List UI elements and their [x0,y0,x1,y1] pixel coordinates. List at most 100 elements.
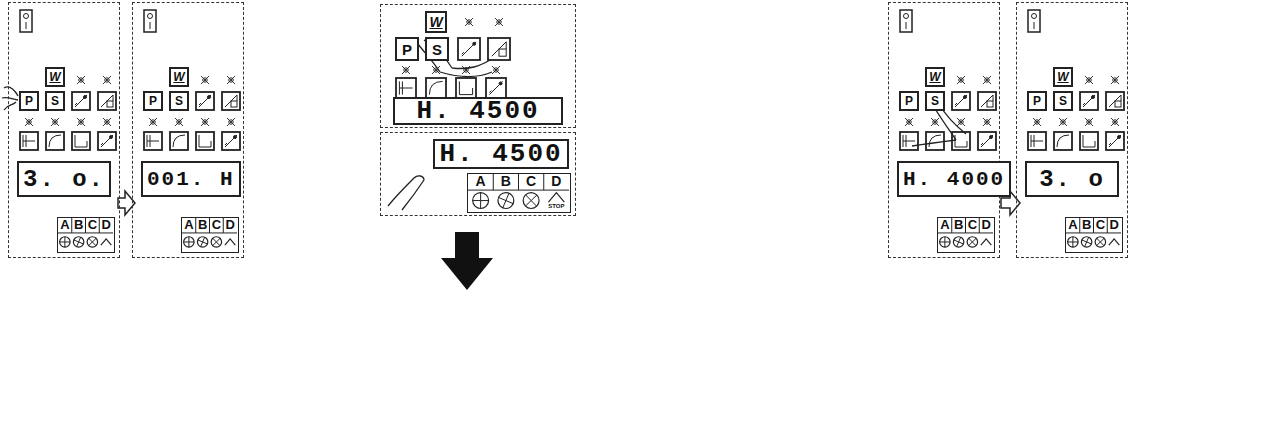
stroke [60,237,70,247]
lcd-display: 001. H [141,161,241,197]
pattern-key: D [99,218,113,232]
stroke [1111,76,1119,84]
stroke [197,237,207,247]
stroke [480,201,481,209]
stroke [25,118,33,126]
indicator-lamp [401,65,411,75]
stroke [1028,132,1046,150]
icon-key [97,91,117,111]
finger [388,176,424,210]
stroke [1072,242,1073,247]
pattern-key: A [182,218,196,232]
icon-key [457,37,481,61]
function-key: P [19,91,39,111]
stroke [456,78,476,98]
stroke [227,118,235,126]
icon-key [487,37,511,61]
stroke [1107,218,1108,233]
key-letter: A [184,217,193,232]
icon-key [195,91,215,111]
stroke [198,240,203,242]
key-letter: S [931,95,939,107]
control-panel: PWS001. HABCD [132,2,244,258]
indicator-lamp [200,117,210,127]
key-letter: S [1059,95,1067,107]
icon-key [951,91,971,111]
stroke [525,201,531,207]
key-letter: B [954,217,963,232]
pattern-key: C [1094,218,1108,232]
stroke [506,201,513,204]
stroke [79,242,84,244]
stroke [955,95,967,107]
stroke [1073,241,1078,242]
indicator-lamp [50,117,60,127]
stroke [489,81,502,94]
stop-label: STOP [544,203,569,210]
stroke [972,238,976,242]
indicator-lamp [491,65,501,75]
stroke [396,78,416,98]
stroke [990,136,993,139]
stroke [20,10,32,32]
function-key: S [1053,91,1073,111]
key-letter: C [968,217,977,232]
stroke [473,193,489,209]
stroke [1115,101,1121,107]
indicator-lamp [102,117,112,127]
stroke [1109,135,1121,147]
stroke [929,135,941,147]
lcd-display: 3. o. [17,161,111,197]
key-letter: C [88,217,97,232]
stroke [98,92,116,110]
indicator-lamp [200,75,210,85]
stroke [1031,141,1043,142]
stroke [222,132,240,150]
stroke [964,96,967,99]
pattern-key: C [86,218,100,232]
key-letter: C [526,173,536,189]
stroke [458,38,480,60]
indicator-lamp [148,117,158,127]
stroke [101,95,113,107]
pattern-key: B [1080,218,1094,232]
stroke [959,242,964,244]
stroke [399,88,412,89]
lcd-display: H. 4500 [433,139,569,169]
key-letter: B [1082,217,1091,232]
stroke [931,118,939,126]
stroke [101,239,111,245]
stroke [77,76,85,84]
stroke [72,92,90,110]
key-letter: W [49,71,60,83]
stroke [944,242,945,247]
pattern-key: A [58,218,72,232]
stroke [953,237,963,247]
stroke [979,218,980,233]
stroke [23,141,35,142]
stroke [213,242,217,246]
stroke [1083,95,1095,107]
stroke [203,237,205,242]
stroke [199,135,211,147]
stroke [983,76,991,84]
lcd-display: H. 4000 [897,161,1011,197]
stroke [189,241,194,242]
stroke [1093,218,1094,233]
key-letter: A [940,217,949,232]
lcd-display: H. 4500 [393,97,563,125]
function-key: P [395,37,419,61]
icon-key [899,131,919,151]
stroke [1068,241,1073,242]
indicator-lamp [464,17,474,27]
stroke [1109,239,1119,245]
stroke [905,118,913,126]
stroke [1100,238,1104,242]
indicator-lamp [956,75,966,85]
stroke [432,66,440,74]
stroke [49,135,61,147]
key-letter: D [225,217,234,232]
function-key: W [169,67,189,87]
icon-key [977,131,997,151]
